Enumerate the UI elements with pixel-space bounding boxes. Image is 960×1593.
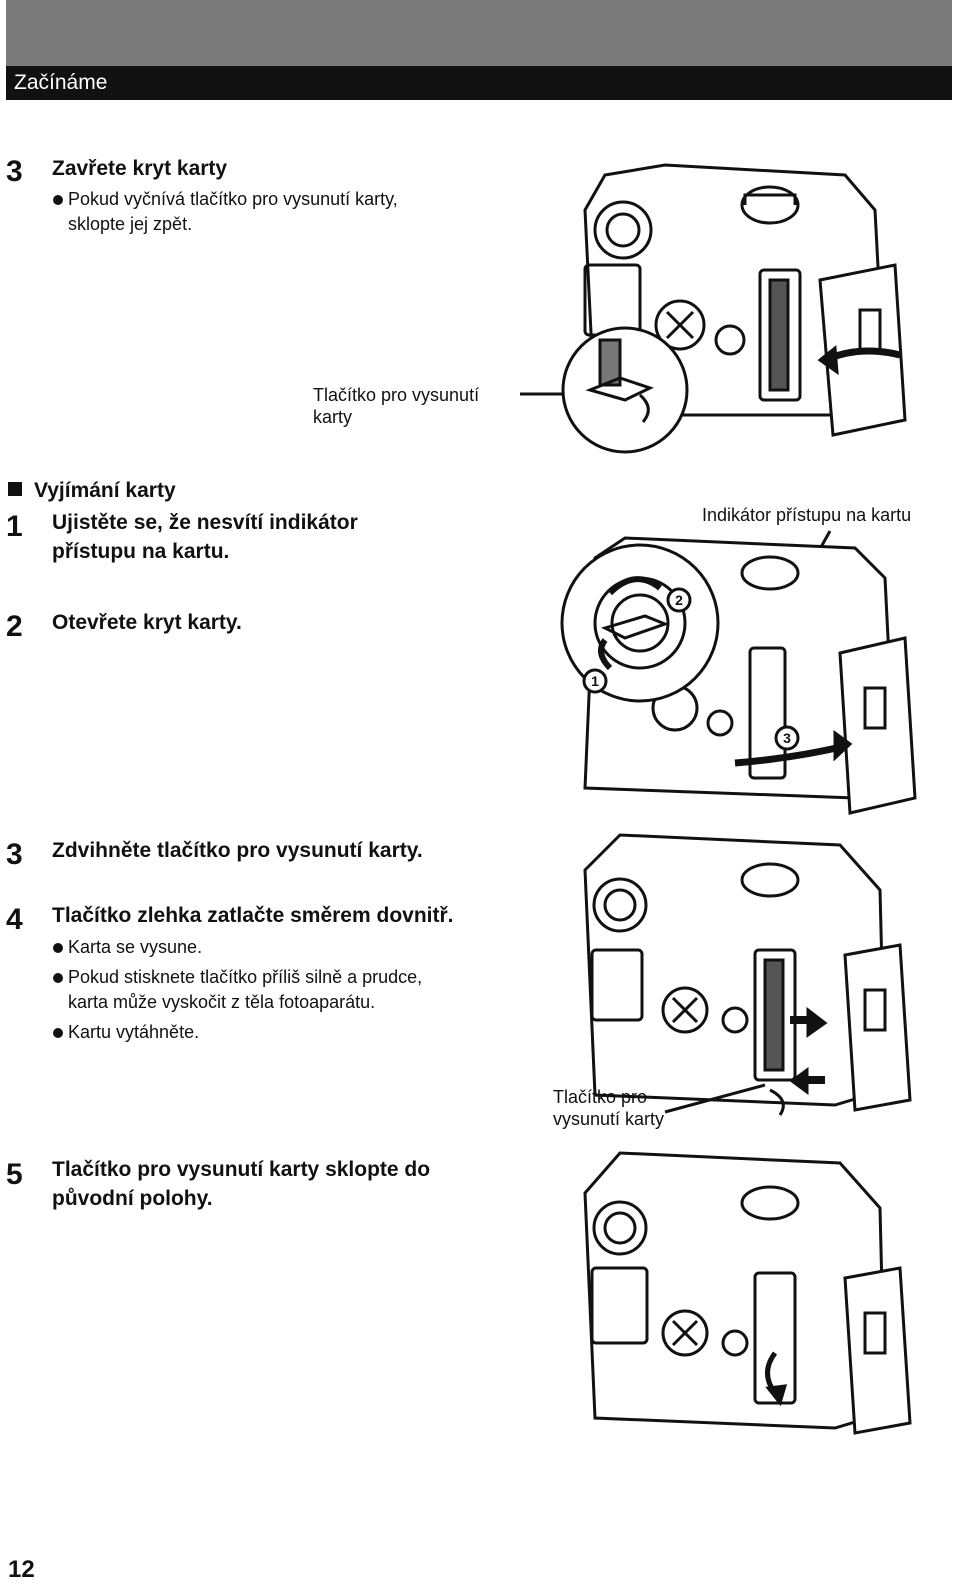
callout-eject-button: Tlačítko pro vysunutí karty bbox=[313, 385, 480, 427]
camera-illustration-open-cover: 1 2 3 bbox=[560, 530, 917, 815]
marker-1: 1 bbox=[591, 673, 599, 689]
step-title: Zdvihněte tlačítko pro vysunutí karty. bbox=[52, 839, 423, 862]
callout-eject-button: Tlačítko pro vysunutí karty bbox=[553, 1087, 665, 1129]
section-title: Začínáme bbox=[14, 71, 108, 94]
step-number: 3 bbox=[6, 155, 23, 188]
section-marker-square bbox=[8, 482, 22, 496]
top-gray-bar bbox=[6, 0, 952, 66]
camera-illustration-eject-card bbox=[583, 833, 912, 1116]
marker-2: 2 bbox=[675, 592, 683, 608]
step-title: Ujistěte se, že nesvítí indikátor přístu… bbox=[52, 511, 358, 563]
step-title: Otevřete kryt karty. bbox=[52, 611, 242, 634]
step-number: 3 bbox=[6, 838, 23, 871]
step-title: Zavřete kryt karty bbox=[52, 157, 228, 180]
bullet-item: Pokud stisknete tlačítko příliš silně a … bbox=[52, 965, 422, 990]
step-number: 1 bbox=[6, 510, 23, 543]
bullet-continuation: sklopte jej zpět. bbox=[68, 214, 193, 234]
bullet-item: Pokud vyčnívá tlačítko pro vysunutí kart… bbox=[52, 187, 398, 212]
step-number: 5 bbox=[6, 1158, 23, 1191]
step-title: Tlačítko zlehka zatlačte směrem dovnitř. bbox=[52, 904, 454, 927]
callout-access-indicator: Indikátor přístupu na kartu bbox=[702, 505, 912, 525]
section-heading: Vyjímání karty bbox=[34, 479, 176, 502]
step-title: Tlačítko pro vysunutí karty sklopte do p… bbox=[52, 1158, 431, 1210]
step-number: 2 bbox=[6, 610, 23, 643]
bullet-item: Karta se vysune. bbox=[52, 935, 202, 960]
section-header-bar: Začínáme bbox=[6, 66, 952, 100]
camera-illustration-close-cover bbox=[520, 163, 907, 454]
page-number: 12 bbox=[8, 1556, 35, 1583]
bullet-item: Kartu vytáhněte. bbox=[52, 1020, 199, 1045]
marker-3: 3 bbox=[783, 730, 791, 746]
bullet-continuation: karta může vyskočit z těla fotoaparátu. bbox=[68, 992, 376, 1012]
step-number: 4 bbox=[6, 903, 23, 936]
camera-illustration-fold-button bbox=[583, 1151, 912, 1435]
